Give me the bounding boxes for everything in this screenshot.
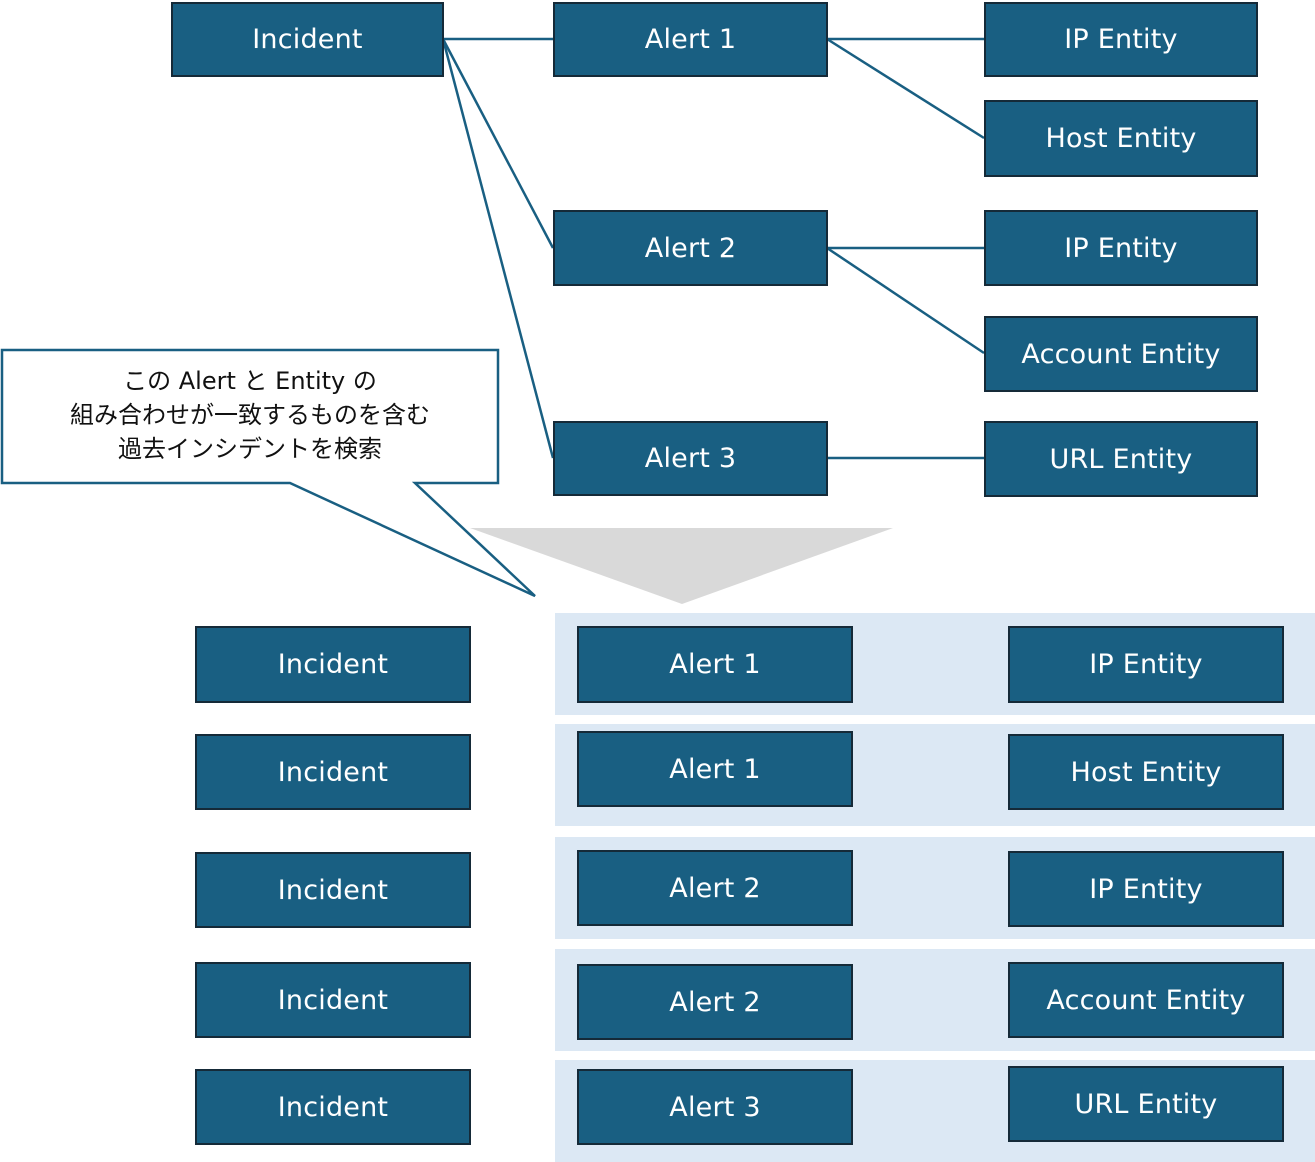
result-entity-4: Account Entity <box>1008 962 1284 1038</box>
entity-node-account: Account Entity <box>984 316 1258 392</box>
callout-bubble <box>0 348 536 598</box>
result-alert-1: Alert 1 <box>577 626 853 703</box>
edge-alert2-account <box>826 246 985 355</box>
edge-alert1-host <box>826 37 985 140</box>
result-entity-1: IP Entity <box>1008 626 1284 703</box>
result-alert-5: Alert 3 <box>577 1069 853 1145</box>
edge-incident-alert3 <box>441 38 555 459</box>
incident-node: Incident <box>171 2 444 77</box>
entity-node-ip-1: IP Entity <box>984 2 1258 77</box>
result-incident-3: Incident <box>195 852 471 928</box>
callout-line-3: 過去インシデントを検索 <box>118 435 382 463</box>
entity-node-host: Host Entity <box>984 100 1258 177</box>
result-entity-3: IP Entity <box>1008 851 1284 927</box>
callout-line-2: 組み合わせが一致するものを含む <box>70 401 430 429</box>
result-entity-5: URL Entity <box>1008 1066 1284 1142</box>
callout-text: この Alert と Entity の 組み合わせが一致するものを含む 過去イン… <box>0 364 500 466</box>
result-alert-2: Alert 1 <box>577 731 853 807</box>
entity-node-url: URL Entity <box>984 421 1258 497</box>
alert-node-3: Alert 3 <box>553 421 828 496</box>
alert-node-1: Alert 1 <box>553 2 828 77</box>
result-incident-4: Incident <box>195 962 471 1038</box>
result-incident-1: Incident <box>195 626 471 703</box>
result-incident-5: Incident <box>195 1069 471 1145</box>
entity-node-ip-2: IP Entity <box>984 210 1258 286</box>
result-alert-3: Alert 2 <box>577 850 853 926</box>
callout-line-1: この Alert と Entity の <box>123 367 377 395</box>
result-entity-2: Host Entity <box>1008 734 1284 810</box>
edge-incident-alert2 <box>441 38 555 249</box>
alert-node-2: Alert 2 <box>553 210 828 286</box>
down-arrow-icon <box>470 528 893 604</box>
result-incident-2: Incident <box>195 734 471 810</box>
connectors <box>441 37 985 460</box>
result-alert-4: Alert 2 <box>577 964 853 1040</box>
